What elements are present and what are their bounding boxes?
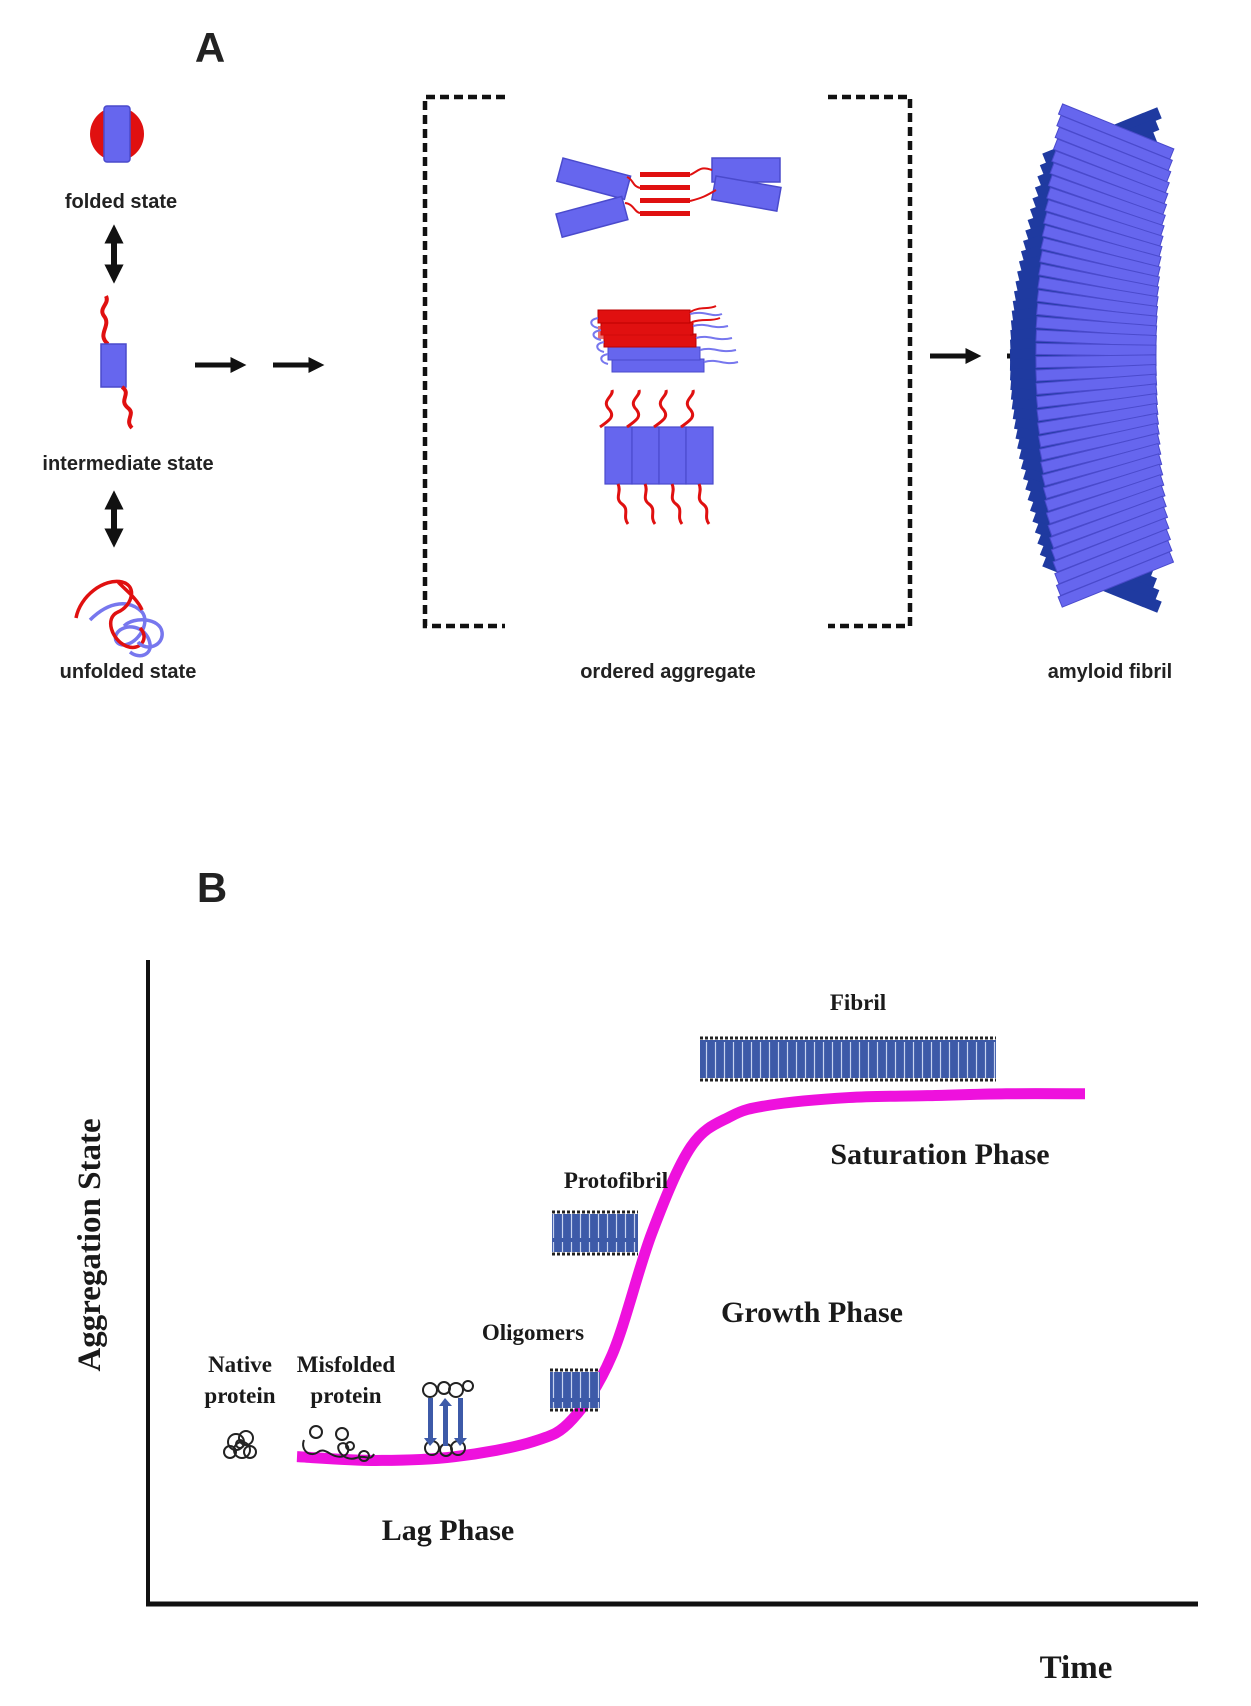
protofibril-icon (552, 1210, 638, 1256)
protofibril-label: Protofibril (564, 1168, 668, 1193)
ordered-aggregate-label: ordered aggregate (580, 661, 756, 683)
folded-state-label: folded state (65, 191, 177, 213)
oligomers-label: Oligomers (482, 1320, 584, 1345)
growth-phase-label: Growth Phase (721, 1296, 903, 1329)
oligomer-hairpin-icon (422, 1380, 474, 1457)
folded-state-icon (90, 105, 144, 163)
panel-a: A folded state intermediate state unfold… (42, 24, 1175, 683)
native-protein-label-line1: Native (208, 1352, 272, 1377)
lag-phase-label: Lag Phase (382, 1514, 515, 1547)
native-protein-icon (223, 1430, 257, 1459)
intermediate-state-icon (100, 295, 134, 430)
panel-b: B Aggregation State Time Native protein … (72, 864, 1198, 1686)
aggregate-bracket-left (422, 94, 505, 629)
aggregation-curve (296, 1088, 1086, 1466)
unfolded-state-icon (74, 579, 164, 658)
fibril-label: Fibril (830, 990, 886, 1015)
fibril-strand (1057, 551, 1175, 608)
saturation-phase-label: Saturation Phase (830, 1138, 1049, 1171)
x-axis-label: Time (1040, 1650, 1113, 1686)
aggregate-stacked-sheets-icon (590, 305, 739, 373)
misfolded-protein-label-line2: protein (310, 1383, 381, 1408)
unfolded-state-label: unfolded state (60, 661, 197, 683)
fibril-icon (700, 1036, 996, 1082)
misfolded-protein-icon (302, 1425, 375, 1462)
fibril-strand (1035, 342, 1157, 357)
panel-b-label: B (197, 864, 227, 911)
aggregate-bracket-right (828, 94, 913, 629)
native-protein-label-line2: protein (204, 1383, 275, 1408)
misfolded-protein-label-line1: Misfolded (297, 1352, 396, 1377)
y-axis-label: Aggregation State (72, 1118, 108, 1371)
aggregate-parallel-strands-icon (599, 389, 714, 525)
intermediate-state-label: intermediate state (42, 453, 213, 475)
amyloid-fibril-label: amyloid fibril (1048, 661, 1172, 683)
oligomer-icon (550, 1368, 600, 1412)
amyloid-fibril-icon (1009, 103, 1175, 613)
panel-a-label: A (195, 24, 225, 71)
aggregate-domain-swap-icon (555, 157, 782, 239)
